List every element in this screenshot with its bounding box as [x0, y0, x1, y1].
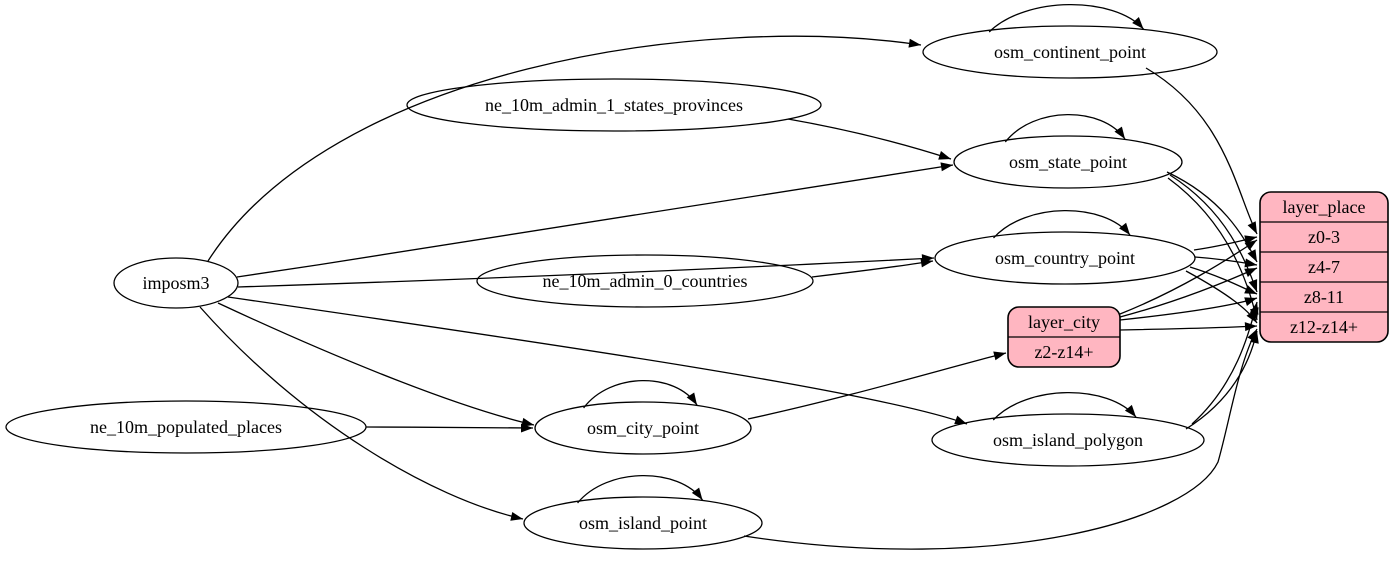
arrowhead-icon	[1247, 221, 1257, 234]
node-osm_island_polygon: osm_island_polygon	[931, 413, 1205, 467]
record-row-label: z8-11	[1304, 287, 1344, 307]
node-label: ne_10m_admin_0_countries	[543, 271, 748, 291]
edge-osm_continent_point-layer_place-z0-3	[1145, 67, 1258, 235]
arrowhead-icon	[1124, 404, 1136, 417]
node-label: osm_island_polygon	[993, 430, 1143, 450]
record-row-label: z4-7	[1308, 257, 1340, 277]
table-ellipse	[406, 78, 822, 132]
arrowhead-icon	[1244, 322, 1257, 332]
edge-imposm3-osm_island_point	[199, 306, 524, 521]
edge-selfloop-osm_state_point	[1004, 114, 1126, 143]
edge-imposm3-osm_city_point	[217, 302, 535, 427]
node-layer_city: layer_city z2-z14+	[1007, 306, 1121, 368]
table-ellipse	[523, 496, 763, 550]
node-ne_10m_admin_1_states_provinces: ne_10m_admin_1_states_provinces	[406, 78, 822, 132]
arrowhead-icon	[1244, 240, 1257, 251]
arrowhead-icon	[686, 392, 697, 405]
table-ellipse	[953, 135, 1183, 189]
edge-selfloop-osm_city_point	[583, 380, 698, 409]
edge-selfloop-osm_island_point	[577, 475, 704, 504]
edge-imposm3-osm_continent_point	[207, 35, 922, 262]
node-osm_continent_point: osm_continent_point	[922, 25, 1218, 79]
edge-osm_state_point-layer_place-z4-7	[1166, 171, 1258, 263]
edge-ne_10m_admin_0_countries-osm_country_point	[811, 258, 934, 278]
arrowhead-icon	[1119, 222, 1130, 235]
edge-layer_city-layer_place-z0-3	[1119, 239, 1258, 315]
table-ellipse	[113, 257, 239, 309]
arrowhead-icon	[1244, 235, 1257, 245]
table-ellipse	[934, 231, 1196, 285]
node-label: osm_continent_point	[994, 42, 1146, 62]
node-osm_city_point: osm_city_point	[534, 401, 752, 455]
arrowhead-icon	[1247, 249, 1257, 262]
arrowhead-icon	[1244, 297, 1257, 306]
arrowhead-icon	[691, 487, 703, 500]
diagram-edges	[199, 3, 1259, 550]
table-ellipse	[534, 401, 752, 455]
edge-osm_country_point-layer_place-z4-7	[1194, 256, 1258, 268]
edge-osm_country_point-layer_place-z0-3	[1193, 235, 1258, 251]
edge-selfloop-osm_continent_point	[988, 3, 1144, 33]
edge-imposm3-osm_state_point	[236, 162, 954, 278]
edge-imposm3-osm_island_polygon	[227, 296, 968, 425]
node-label: osm_island_point	[579, 513, 707, 533]
node-osm_state_point: osm_state_point	[953, 135, 1183, 189]
edge-osm_state_point-layer_place-z8-11	[1169, 174, 1258, 293]
edge-layer_city-layer_place-z8-11	[1119, 297, 1258, 321]
node-label: ne_10m_admin_1_states_provinces	[485, 95, 743, 115]
node-layer_place: layer_place z0-3 z4-7 z8-11 z12-z14+	[1259, 191, 1389, 343]
arrowhead-icon	[940, 162, 953, 172]
table-ellipse	[922, 25, 1218, 79]
arrowhead-icon	[1246, 310, 1257, 323]
arrowhead-icon	[1244, 258, 1257, 268]
edge-osm_island_point-layer_place-z12-z14+	[743, 328, 1258, 550]
record-box	[1259, 191, 1389, 343]
arrowhead-icon	[920, 258, 933, 268]
record-row-label: layer_place	[1283, 197, 1366, 217]
edge-osm_city_point-layer_city-z2-z14+	[747, 351, 1007, 420]
arrowhead-icon	[1114, 126, 1125, 139]
arrowhead-icon	[908, 38, 921, 48]
arrowhead-icon	[993, 351, 1006, 361]
record-row-label: layer_city	[1028, 312, 1100, 332]
record-row-label: z12-z14+	[1290, 317, 1358, 337]
node-label: imposm3	[142, 273, 209, 293]
edge-layer_city-layer_place-z4-7	[1119, 267, 1258, 318]
table-ellipse	[931, 413, 1205, 467]
edge-layer_city-layer_place-z12-z14+	[1119, 322, 1258, 332]
arrowhead-icon	[510, 511, 523, 521]
edge-selfloop-osm_country_point	[993, 210, 1131, 239]
node-label: osm_state_point	[1009, 152, 1127, 172]
arrowhead-icon	[521, 417, 534, 427]
node-ne_10m_populated_places: ne_10m_populated_places	[5, 400, 367, 454]
record-row-label: z2-z14+	[1034, 342, 1093, 362]
node-osm_country_point: osm_country_point	[934, 231, 1196, 285]
arrowhead-icon	[1132, 17, 1144, 29]
edge-ne_10m_populated_places-osm_city_point	[365, 423, 534, 433]
node-label: osm_country_point	[995, 248, 1135, 268]
arrowhead-icon	[938, 151, 951, 160]
node-label: ne_10m_populated_places	[90, 417, 282, 437]
diagram-nodes: imposm3 ne_10m_admin_1_states_provincesne…	[5, 25, 1389, 550]
edge-selfloop-osm_island_polygon	[992, 391, 1137, 421]
record-row-label: z0-3	[1308, 227, 1340, 247]
arrowhead-icon	[1244, 268, 1257, 278]
node-label: osm_city_point	[587, 418, 699, 438]
edge-osm_island_polygon-layer_place-z12-z14+	[1185, 330, 1259, 430]
node-ne_10m_admin_0_countries: ne_10m_admin_0_countries	[476, 254, 814, 308]
edge-osm_country_point-layer_place-z12-z14+	[1185, 270, 1258, 324]
arrowhead-icon	[954, 415, 967, 425]
edge-osm_island_polygon-layer_place-z8-11	[1191, 301, 1259, 425]
edge-ne_10m_admin_1_states_provinces-osm_state_point	[787, 118, 952, 160]
arrowhead-icon	[521, 423, 533, 433]
arrowhead-icon	[1248, 279, 1258, 292]
node-imposm3: imposm3	[113, 257, 239, 309]
node-osm_island_point: osm_island_point	[523, 496, 763, 550]
arrowhead-icon	[1247, 329, 1257, 342]
